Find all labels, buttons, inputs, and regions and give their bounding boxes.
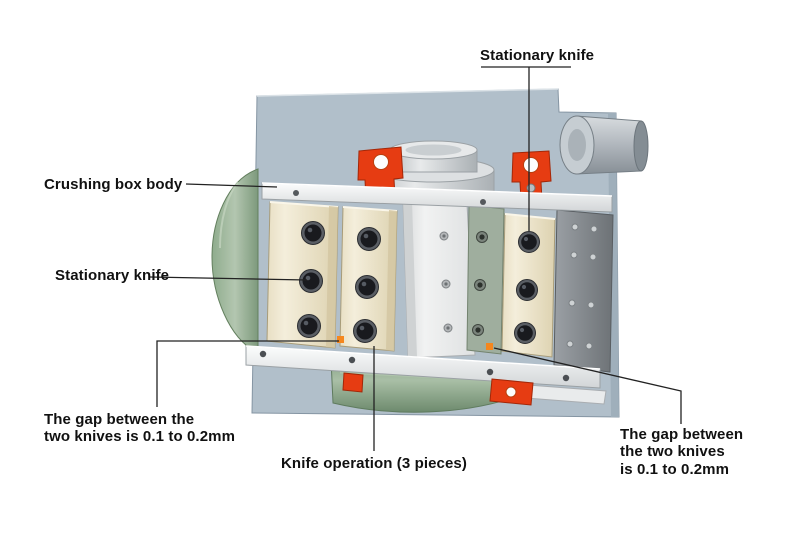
knife-bolt [357, 227, 381, 251]
callout-crushing-box-body [185, 183, 278, 188]
label-gap-right: The gap between the two knives is 0.1 to… [620, 426, 744, 478]
label-stationary-knife-top: Stationary knife [480, 47, 595, 64]
strip-bolt [472, 324, 484, 336]
moving-knife-block [402, 199, 476, 359]
knife-bolt [299, 269, 323, 293]
label-knife-operation: Knife operation (3 pieces) [281, 455, 467, 472]
center-strip [466, 204, 505, 355]
callout-gap-left [156, 340, 339, 407]
gap-marker-left [337, 336, 344, 343]
knife-bolt [514, 322, 536, 344]
top-right-cylinder [559, 115, 649, 175]
knife-bolt [518, 231, 540, 253]
bottom-frame-bar [245, 345, 601, 389]
side-plate [553, 209, 614, 373]
callout-stationary-knife-top [481, 66, 571, 231]
knife-bolt [297, 314, 321, 338]
gap-marker-right [486, 343, 493, 350]
callout-gap-right [493, 347, 682, 424]
bottom-clamp-right [489, 378, 534, 406]
strip-bolt [476, 231, 488, 243]
bottom-clamp-left [342, 372, 364, 393]
left-roller [211, 168, 259, 354]
knife-bolt [355, 275, 379, 299]
label-gap-left: The gap between the two knives is 0.1 to… [44, 411, 236, 446]
knife-bolt [353, 319, 377, 343]
knife-bolt [301, 221, 325, 245]
label-crushing-box-body: Crushing box body [44, 176, 183, 193]
top-frame-bar [261, 182, 613, 213]
callout-stationary-knife-left [149, 276, 308, 281]
knife-bolt [516, 279, 538, 301]
knife-bolts [297, 221, 540, 344]
mount-bracket-left [357, 146, 404, 200]
strip-bolt [474, 279, 486, 291]
callout-lines [149, 66, 682, 451]
label-stationary-knife-left: Stationary knife [55, 267, 170, 284]
